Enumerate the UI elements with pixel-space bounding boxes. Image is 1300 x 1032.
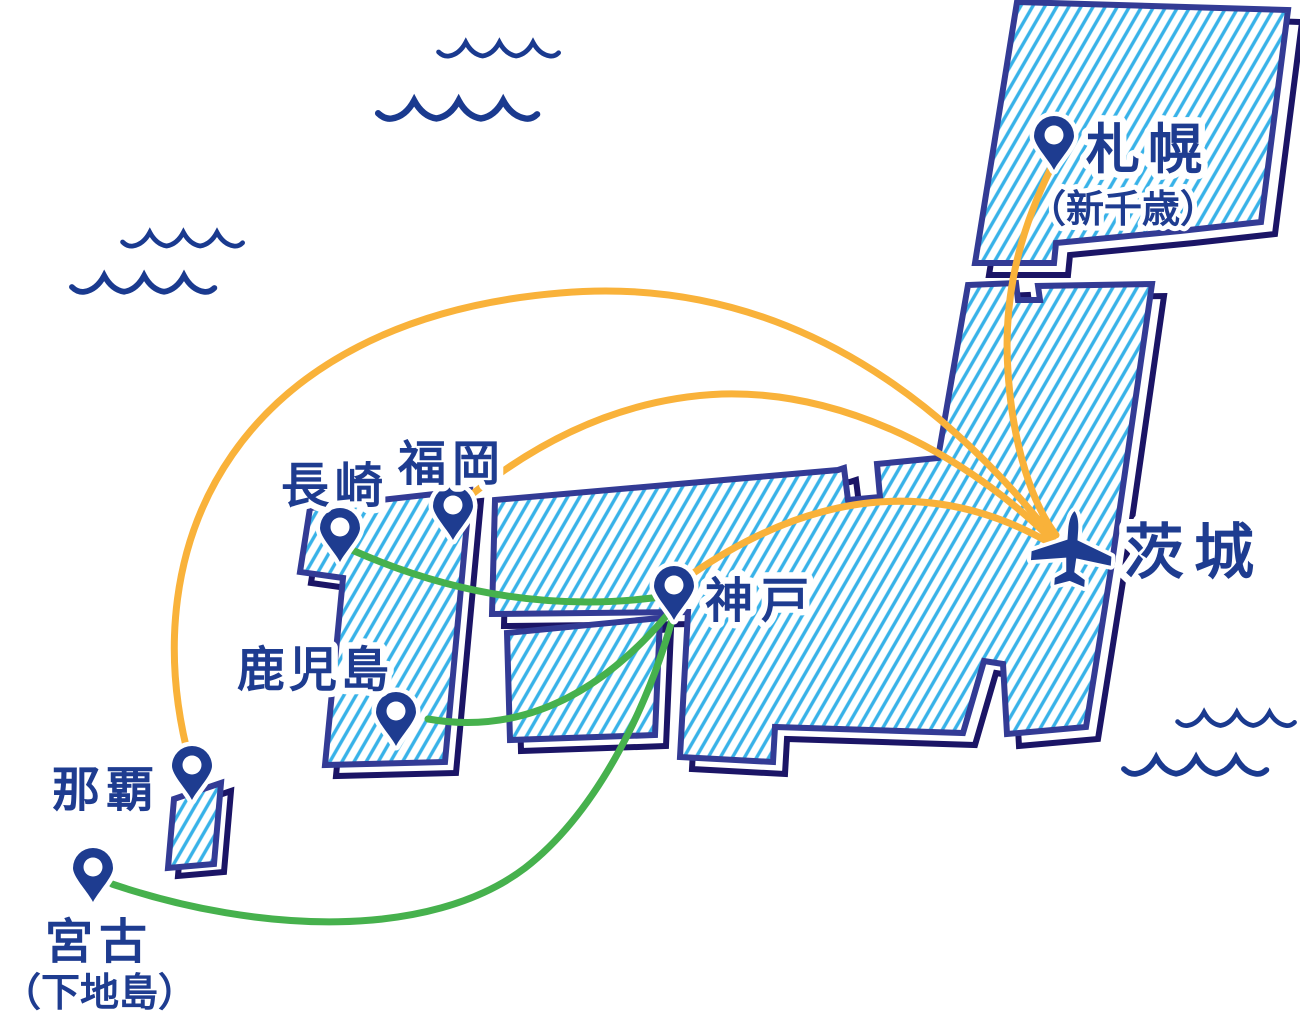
routes-to-ibaraki (170, 164, 1060, 766)
route-nagasaki-kobe (348, 546, 664, 606)
wave-group-top (378, 42, 558, 118)
label-sapporo: 札幌 (1086, 120, 1210, 180)
route-kobe-ibaraki (688, 497, 1054, 578)
ocean-wave-icon (1178, 712, 1295, 725)
map-pin-icon-miyako (73, 848, 113, 902)
label-sapporo-sub: （新千歳） (1028, 189, 1218, 231)
region-okinawa (168, 783, 231, 876)
ocean-wave-icon (72, 276, 215, 292)
label-kobe: 神戸 (705, 575, 817, 628)
wave-group-left (72, 232, 243, 292)
route-sapporo-ibaraki (1003, 164, 1060, 539)
ocean-wave-icon (1124, 758, 1267, 774)
ocean-wave-icon (378, 100, 537, 118)
label-fukuoka: 福岡 (397, 438, 506, 491)
label-nagasaki: 長崎 (281, 460, 389, 513)
ocean-wave-icon (439, 42, 559, 56)
routes-to-kobe (108, 546, 676, 926)
route-kagoshima-kobe (424, 610, 672, 726)
label-naha: 那覇 (52, 764, 160, 817)
route-miyako-kobe (108, 616, 676, 926)
label-kagoshima: 鹿児島 (237, 644, 393, 697)
ocean-wave-icon (123, 232, 243, 246)
label-miyako-sub: （下地島） (2, 972, 197, 1015)
route-fukuoka-ibaraki (461, 390, 1056, 544)
route-naha-ibaraki (170, 287, 1057, 766)
label-miyako: 宮古 (45, 916, 153, 969)
wave-group-bottom-right (1124, 712, 1295, 774)
label-ibaraki: 茨城 (1124, 519, 1264, 586)
